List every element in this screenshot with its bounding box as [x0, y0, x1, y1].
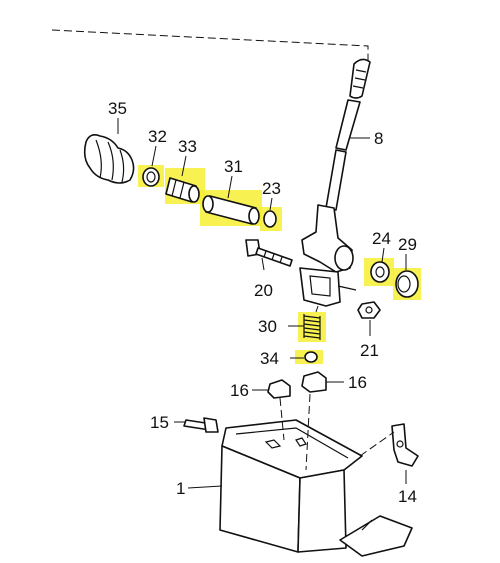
part-14-clip: [391, 423, 419, 467]
part-32-clip: [142, 167, 160, 187]
callout-15: 15: [150, 413, 169, 432]
callout-21: 21: [360, 341, 379, 360]
part-21-nut: [357, 301, 381, 319]
part-1-bracket: [219, 419, 413, 557]
callouts: 35 32 33 31 23 8 24 29 20 30 21 34 16 16…: [108, 99, 417, 506]
assembly-line-clip: [359, 431, 395, 457]
part-15-bolt: [183, 417, 219, 433]
callout-35: 35: [108, 99, 127, 118]
part-8-shift-rod: [325, 58, 371, 211]
callout-14: 14: [398, 487, 417, 506]
part-lever-housing: [299, 204, 357, 307]
part-24-washer: [370, 261, 390, 283]
callout-16-right: 16: [348, 373, 367, 392]
callout-29: 29: [398, 235, 417, 254]
part-16-mount-right: [301, 371, 327, 393]
part-35-boot: [83, 134, 135, 184]
callout-30: 30: [258, 317, 277, 336]
assembly-line-lever: [315, 305, 319, 313]
part-33-bushing: [165, 177, 200, 203]
leader-lines: [117, 118, 407, 489]
callout-34: 34: [260, 349, 279, 368]
callout-16-left: 16: [230, 381, 249, 400]
part-31-sleeve: [202, 195, 260, 225]
part-29-cap: [395, 270, 419, 298]
assembly-line-mount: [279, 397, 285, 441]
part-20-bolt: [245, 239, 293, 267]
callout-24: 24: [372, 229, 391, 248]
part-16-mount-left: [267, 379, 291, 399]
callout-8: 8: [374, 129, 383, 148]
callout-32: 32: [148, 127, 167, 146]
part-23-ring: [263, 210, 277, 228]
callout-23: 23: [262, 179, 281, 198]
callout-1: 1: [176, 479, 185, 498]
reference-dashed-line: [51, 29, 369, 60]
part-34-ball: [304, 351, 318, 363]
callout-31: 31: [224, 157, 243, 176]
callout-20: 20: [254, 281, 273, 300]
assembly-line-bracket: [305, 393, 311, 471]
callout-33: 33: [178, 137, 197, 156]
